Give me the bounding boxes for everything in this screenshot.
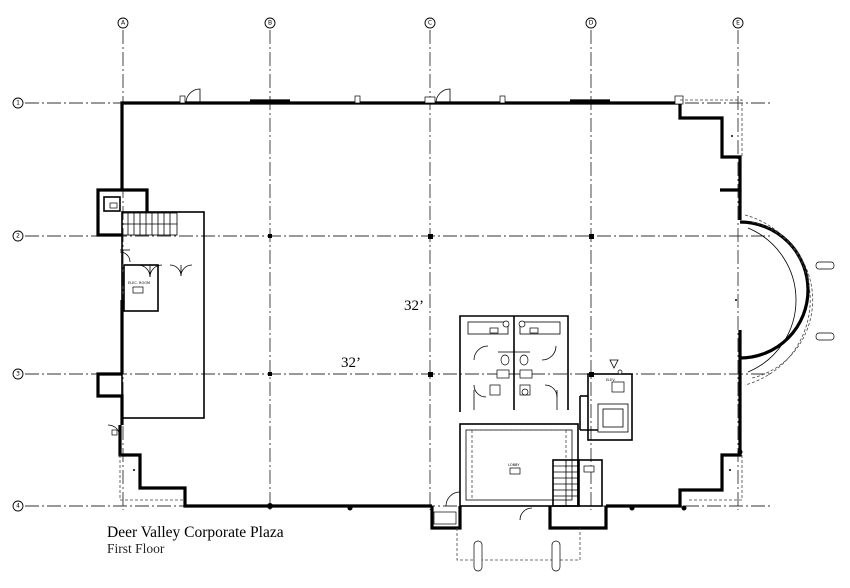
structural-columns: [268, 234, 594, 377]
svg-text:LOBBY: LOBBY: [508, 463, 520, 467]
grid-bubble-e: E: [732, 17, 744, 29]
plan-subtitle: First Floor: [107, 541, 165, 556]
svg-text:D: D: [589, 20, 594, 27]
grid-bubble-1: 1: [12, 97, 24, 109]
elevator-core: ELEV.: [579, 359, 633, 441]
grid-bubble-b: B: [264, 17, 276, 29]
envelope-dashed: [119, 99, 743, 561]
restroom-core: [459, 315, 569, 412]
svg-text:4: 4: [16, 503, 20, 510]
grid-bubbles-rows: 1 2 3 4: [12, 97, 24, 512]
grid-bubble-4: 4: [12, 500, 24, 512]
right-wall-dots: [133, 135, 737, 471]
grid-bubble-d: D: [585, 17, 597, 29]
elec-room: ELEC. ROOM: [123, 264, 159, 312]
left-wing: ELEC. ROOM: [103, 196, 205, 438]
svg-text:E: E: [736, 20, 740, 27]
svg-text:B: B: [268, 20, 272, 27]
north-stair: [109, 202, 178, 236]
svg-text:ELEV.: ELEV.: [606, 378, 615, 382]
grid-bubble-c: C: [424, 17, 436, 29]
svg-text:2: 2: [16, 233, 20, 240]
svg-text:A: A: [121, 20, 126, 27]
south-stair: [552, 459, 603, 507]
semicircular-bay: [739, 214, 835, 386]
top-wall-details: [179, 88, 684, 105]
plan-title: Deer Valley Corporate Plaza: [107, 524, 284, 541]
grid-bubble-3: 3: [12, 368, 24, 380]
lobby: LOBBY: [433, 423, 579, 572]
dimension-horizontal: 32’: [341, 355, 361, 371]
grid-bubble-2: 2: [12, 230, 24, 242]
svg-text:3: 3: [16, 371, 20, 378]
svg-text:1: 1: [16, 100, 20, 107]
exterior-walls: [96, 96, 742, 530]
grid-bubble-a: A: [117, 17, 129, 29]
svg-text:ELEC. ROOM: ELEC. ROOM: [128, 281, 150, 285]
bottom-columns: [267, 449, 743, 511]
dimension-vertical: 32’: [404, 298, 424, 314]
grid-bubbles-columns: A B C D E: [117, 17, 744, 29]
svg-text:C: C: [428, 20, 432, 27]
